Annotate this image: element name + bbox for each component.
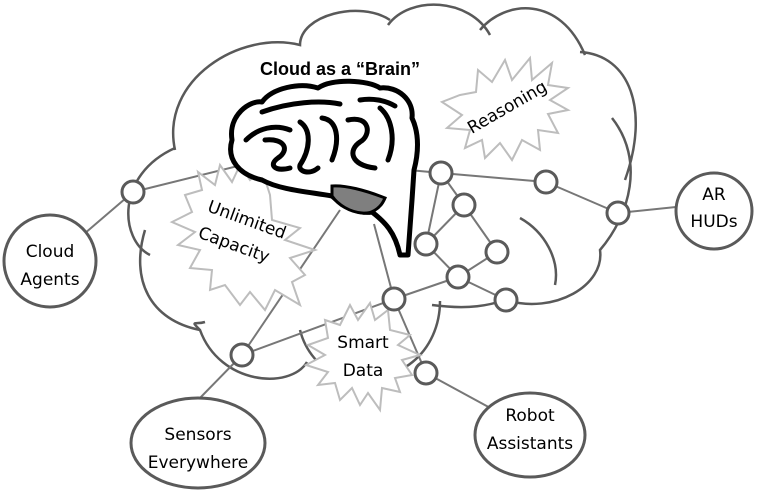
network-node — [445, 264, 471, 290]
network-node — [451, 192, 477, 218]
external-node-ar-huds: AR HUDs — [674, 171, 754, 251]
sensors-line2: Everywhere — [148, 453, 249, 473]
cloud-agents-line2: Agents — [20, 270, 79, 290]
network-node — [381, 286, 407, 312]
edge — [425, 372, 495, 411]
network-node — [493, 287, 519, 313]
burst-smart-data — [303, 300, 423, 413]
network-node — [229, 342, 255, 368]
edge — [545, 181, 619, 214]
sensors-line1: Sensors — [164, 425, 231, 445]
network-node — [428, 160, 454, 186]
smart-label: Smart — [337, 333, 389, 353]
network-node — [605, 200, 631, 226]
diagram-title: Cloud as a “Brain” — [260, 59, 420, 79]
network-node — [484, 239, 510, 265]
edge — [373, 223, 395, 300]
external-node-sensors: Sensors Everywhere — [129, 396, 267, 490]
external-node-robots: Robot Assistants — [473, 391, 587, 479]
cloud-agents-line1: Cloud — [26, 242, 75, 262]
robots-line1: Robot — [505, 406, 555, 426]
ar-huds-line2: HUDs — [690, 212, 737, 232]
network-node — [533, 169, 559, 195]
brain-icon — [228, 78, 420, 258]
burst-unlimited-capacity — [169, 162, 319, 312]
network-node — [120, 179, 146, 205]
robots-line2: Assistants — [487, 434, 573, 454]
ar-huds-line1: AR — [702, 185, 726, 205]
burst-reasoning — [439, 55, 571, 162]
edge — [440, 172, 547, 183]
network-nodes — [120, 160, 631, 386]
external-node-cloud-agents: Cloud Agents — [2, 213, 98, 309]
network-node — [413, 231, 439, 257]
network-node — [413, 360, 439, 386]
data-label: Data — [343, 361, 384, 381]
